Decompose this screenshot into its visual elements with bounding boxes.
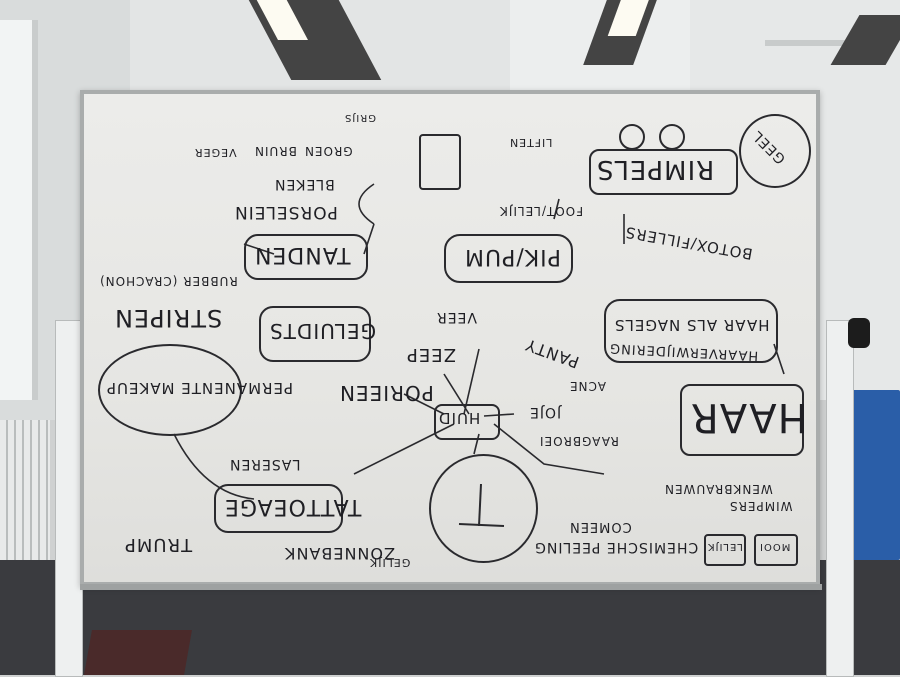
word-groen: GROEN xyxy=(304,144,353,158)
box-tanden xyxy=(244,234,368,280)
word-huid: HUID xyxy=(438,409,481,427)
word-zeep: ZEEP xyxy=(406,344,456,365)
whiteboard: HAAR HUID RIMPELS PIK/PUM BOTOX/FILLERS … xyxy=(80,90,820,586)
word-lelijk: LELIJK xyxy=(707,541,743,552)
word-laseren: LASEREN xyxy=(229,456,301,472)
word-wenkbrauwen: WENKBRAUWEN xyxy=(664,482,773,496)
word-veer: VEER xyxy=(436,309,477,325)
word-gelijk: GELIJK xyxy=(369,556,411,569)
box-pik-pum xyxy=(444,234,573,283)
word-chemische-peeling: CHEMISCHE PEELING xyxy=(534,539,699,555)
word-veger: VEGER xyxy=(194,146,237,159)
box-small-top xyxy=(419,134,461,190)
word-rubber: RUBBER (CRACHON) xyxy=(99,274,238,288)
box-huid xyxy=(434,404,500,440)
word-grijs: GRIJS xyxy=(344,112,376,123)
box-lelijk xyxy=(704,534,746,566)
word-bruin: BRUIN xyxy=(254,144,297,158)
chair xyxy=(84,630,192,675)
word-tattoeage: TATTOEAGE xyxy=(224,494,362,519)
word-porieen: PORIEEN xyxy=(339,381,434,405)
word-pik-pum: PIK/PUM xyxy=(464,244,561,269)
word-acne: ACNE xyxy=(569,379,606,393)
board-stand-right xyxy=(826,320,854,677)
word-mooi: MOOI xyxy=(759,541,791,552)
circle-t-symbol xyxy=(429,454,538,563)
circle-geel xyxy=(739,114,811,188)
word-liften: LIFTEN xyxy=(509,136,553,149)
box-rimpels xyxy=(589,149,738,195)
word-haar-als-nagels: HAAR ALS NAGELS xyxy=(614,316,770,334)
circle-permanente-makeup xyxy=(98,344,242,436)
word-foot-lelijk: FOOT/LELIJK xyxy=(499,204,584,218)
word-trump: TRUMP xyxy=(124,534,193,555)
wall-pipe xyxy=(765,40,865,46)
word-geluidts: GELUIDTS xyxy=(269,319,377,343)
word-rimpels: RIMPELS xyxy=(596,154,715,184)
word-wimpers: WIMPERS xyxy=(729,499,793,513)
word-raagbroei: RAAGBROEI xyxy=(539,434,619,448)
mindmap-lines xyxy=(173,183,785,500)
word-haar: HAAR xyxy=(690,394,808,440)
recycling-bin xyxy=(850,390,900,560)
t-symbol-icon xyxy=(458,483,505,527)
word-permanente-makeup: PERMANENTE MAKEUP xyxy=(106,379,294,397)
word-tanden: TANDEN xyxy=(254,242,351,267)
circle-minus xyxy=(619,124,645,150)
word-porselein: PORSELEIN xyxy=(234,202,338,222)
box-tattoeage xyxy=(214,484,343,533)
board-stand-left xyxy=(55,320,83,677)
circle-plus xyxy=(659,124,685,150)
box-geluidts xyxy=(259,306,371,362)
radiator xyxy=(0,420,50,570)
marker-tray xyxy=(80,584,822,590)
word-bleken: BLEKEN xyxy=(274,176,335,192)
box-haar xyxy=(680,384,804,456)
window xyxy=(0,20,38,400)
word-joje: JOJE xyxy=(529,404,562,420)
word-stripen: STRIPEN xyxy=(114,304,223,332)
box-mooi xyxy=(754,534,798,566)
word-comeen: COMEEN xyxy=(569,519,632,534)
stand-knob xyxy=(848,318,870,348)
box-haar-als-nagels xyxy=(604,299,778,363)
